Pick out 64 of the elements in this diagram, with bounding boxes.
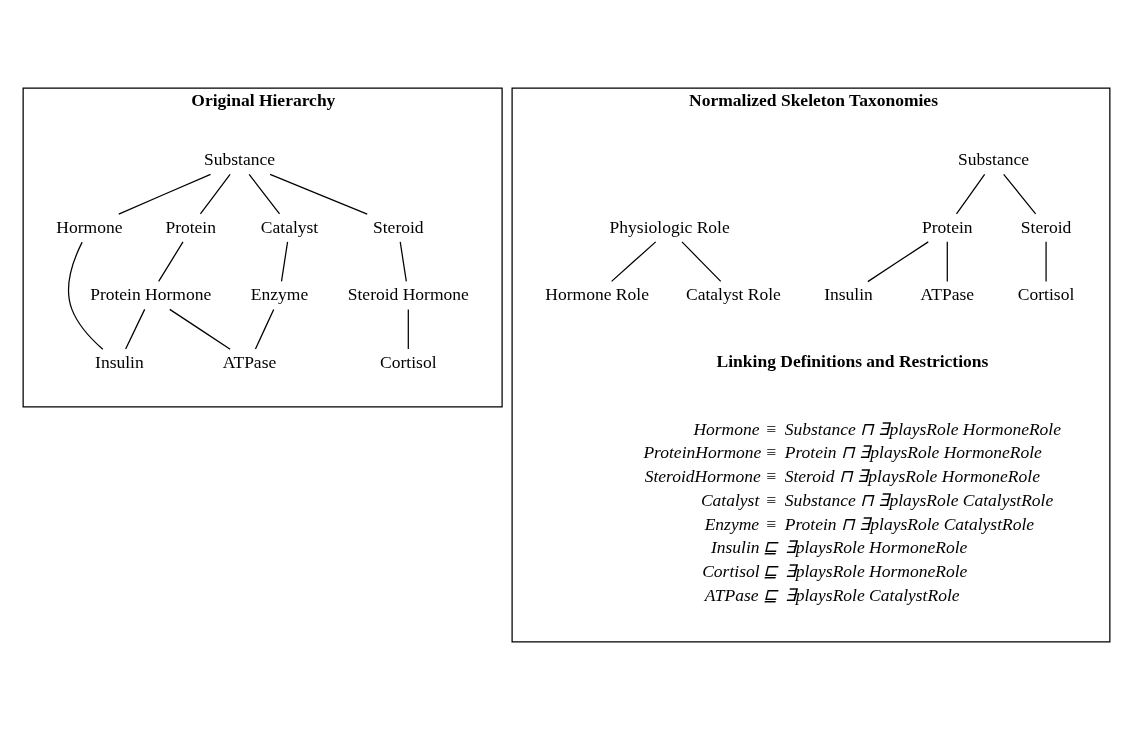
connector (867, 241, 929, 283)
connector (1003, 173, 1037, 215)
node-text: Catalyst (260, 216, 319, 237)
label: Insulin (710, 537, 760, 558)
node-text: Steroid (1020, 216, 1072, 237)
node-text: Catalyst Role (686, 284, 781, 305)
label: SteroidHormone (644, 466, 761, 487)
node-text: Protein Hormone (90, 284, 212, 305)
label: Linking Definitions and Restrictions (716, 350, 989, 371)
connector (1045, 241, 1047, 283)
node-text: Steroid (373, 216, 424, 237)
label: ⊑ (763, 537, 779, 558)
node-text: Steroid Hormone (347, 284, 469, 305)
connector (681, 241, 722, 283)
connector (269, 173, 368, 215)
label: ⊑ (763, 561, 779, 582)
node-text: Insulin (824, 284, 873, 305)
label: ≡ (765, 513, 778, 534)
label: Catalyst (700, 489, 760, 510)
node-text: Protein (165, 216, 216, 237)
connector (169, 308, 231, 350)
connector (955, 173, 986, 215)
label: Substance ⊓ ∃playsRole HormoneRole (784, 418, 1061, 439)
node-text: Insulin (95, 351, 144, 372)
label: ≡ (765, 442, 778, 463)
label: ATPase (704, 584, 759, 605)
connector (68, 241, 104, 350)
node-text: Cortisol (380, 351, 437, 372)
connector (158, 241, 184, 283)
connector (199, 173, 231, 215)
connector (118, 173, 212, 215)
node-text: Enzyme (250, 284, 309, 305)
node-text: Cortisol (1017, 284, 1075, 305)
node-text: Substance (204, 149, 275, 170)
label: Protein ⊓ ∃playsRole CatalystRole (784, 513, 1035, 534)
label: Substance ⊓ ∃playsRole CatalystRole (784, 489, 1054, 510)
connector (280, 241, 289, 283)
label: ∃playsRole HormoneRole (784, 561, 968, 582)
label: ≡ (765, 489, 778, 510)
label: ≡ (765, 466, 778, 487)
label: Protein ⊓ ∃playsRole HormoneRole (784, 442, 1042, 463)
node-text: ATPase (222, 351, 277, 372)
connector (248, 173, 281, 215)
connector (407, 308, 409, 350)
node-text: Protein (922, 216, 973, 237)
label: ∃playsRole HormoneRole (784, 537, 968, 558)
label: Steroid ⊓ ∃playsRole HormoneRole (784, 466, 1040, 487)
node-text: Hormone (56, 216, 123, 237)
node-text: ATPase (920, 284, 975, 305)
label: Hormone (693, 418, 760, 439)
connector (254, 308, 275, 350)
node-text: Physiologic Role (609, 216, 730, 237)
label: Cortisol (702, 561, 760, 582)
label: ∃playsRole CatalystRole (784, 584, 960, 605)
connector (946, 241, 948, 283)
label: Enzyme (704, 513, 760, 534)
connector (610, 241, 657, 283)
connector (399, 241, 407, 283)
node-text: Hormone Role (545, 284, 649, 305)
label: ProteinHormone (643, 442, 762, 463)
node-text: Substance (958, 149, 1030, 170)
label: ≡ (765, 418, 778, 439)
connector (125, 308, 146, 350)
label: ⊑ (763, 584, 779, 605)
